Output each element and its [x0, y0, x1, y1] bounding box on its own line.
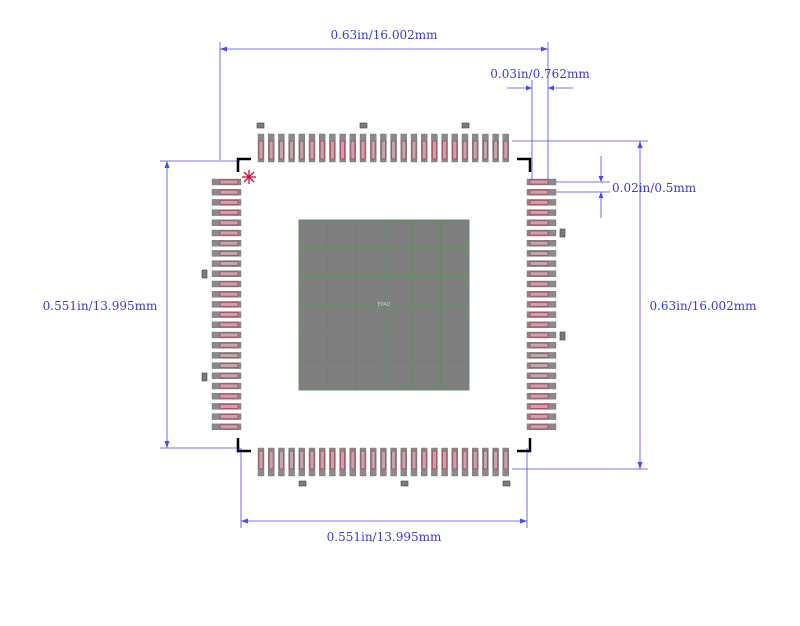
- exposed-pad-cell: [355, 304, 385, 334]
- exposed-pad-cell: [440, 276, 470, 306]
- exposed-pad-cell: [411, 304, 442, 334]
- pin1-marker: [242, 170, 256, 184]
- fiducial-mark: [559, 331, 566, 341]
- exposed-pad-cell: [355, 332, 385, 363]
- exposed-pad-cell: [440, 332, 470, 363]
- exposed-pad-cell: [411, 219, 442, 249]
- exposed-pad-cell: [298, 247, 328, 278]
- exposed-pad-cell: [326, 276, 357, 306]
- exposed-pad-cell: [440, 304, 470, 334]
- exposed-pad-cell: [440, 219, 470, 249]
- exposed-pad-cell: [326, 304, 357, 334]
- exposed-pad-label: EPAD: [377, 302, 390, 308]
- fiducial-mark: [559, 228, 566, 238]
- exposed-pad-cell: [383, 219, 413, 249]
- exposed-pad-cell: [298, 219, 328, 249]
- body-outline-corners: [236, 157, 532, 453]
- exposed-pad-cell: [298, 361, 328, 391]
- fiducial-mark: [201, 269, 208, 279]
- pad-length-label: 0.03in/0.762mm: [490, 67, 590, 81]
- exposed-pad-cell: [440, 247, 470, 278]
- exposed-pad-cell: [440, 361, 470, 391]
- exposed-pad-cell: [411, 247, 442, 278]
- exposed-pad-cell: [326, 332, 357, 363]
- exposed-pad-cell: [383, 304, 413, 334]
- fiducial-mark: [359, 122, 368, 129]
- right-height-label: 0.63in/16.002mm: [649, 299, 757, 313]
- exposed-pad-cell: [355, 219, 385, 249]
- exposed-pad-cell: [355, 276, 385, 306]
- bottom-width-label: 0.551in/13.995mm: [327, 530, 442, 544]
- exposed-pad-cell: [411, 332, 442, 363]
- fiducial-marks: [201, 122, 566, 487]
- fiducial-mark: [298, 480, 307, 487]
- exposed-pad-cell: [383, 361, 413, 391]
- fiducial-mark: [201, 372, 208, 382]
- exposed-pad: [298, 219, 470, 391]
- exposed-pad-cell: [411, 276, 442, 306]
- left-height-label: 0.551in/13.995mm: [43, 299, 158, 313]
- exposed-pad-cell: [355, 361, 385, 391]
- exposed-pad-cell: [298, 332, 328, 363]
- exposed-pad-cell: [326, 219, 357, 249]
- exposed-pad-cell: [383, 247, 413, 278]
- exposed-pad-cell: [326, 247, 357, 278]
- exposed-pad-cell: [411, 361, 442, 391]
- top-width-label: 0.63in/16.002mm: [330, 28, 438, 42]
- pin-pads: [211, 133, 557, 477]
- fiducial-mark: [461, 122, 470, 129]
- exposed-pad-cell: [326, 361, 357, 391]
- exposed-pad-cell: [355, 247, 385, 278]
- exposed-pad-cell: [383, 276, 413, 306]
- pitch-label: 0.02in/0.5mm: [612, 181, 697, 195]
- fiducial-mark: [502, 480, 511, 487]
- exposed-pad-cell: [298, 276, 328, 306]
- exposed-pad-cell: [383, 332, 413, 363]
- fiducial-mark: [256, 122, 265, 129]
- fiducial-mark: [400, 480, 409, 487]
- exposed-pad-cell: [298, 304, 328, 334]
